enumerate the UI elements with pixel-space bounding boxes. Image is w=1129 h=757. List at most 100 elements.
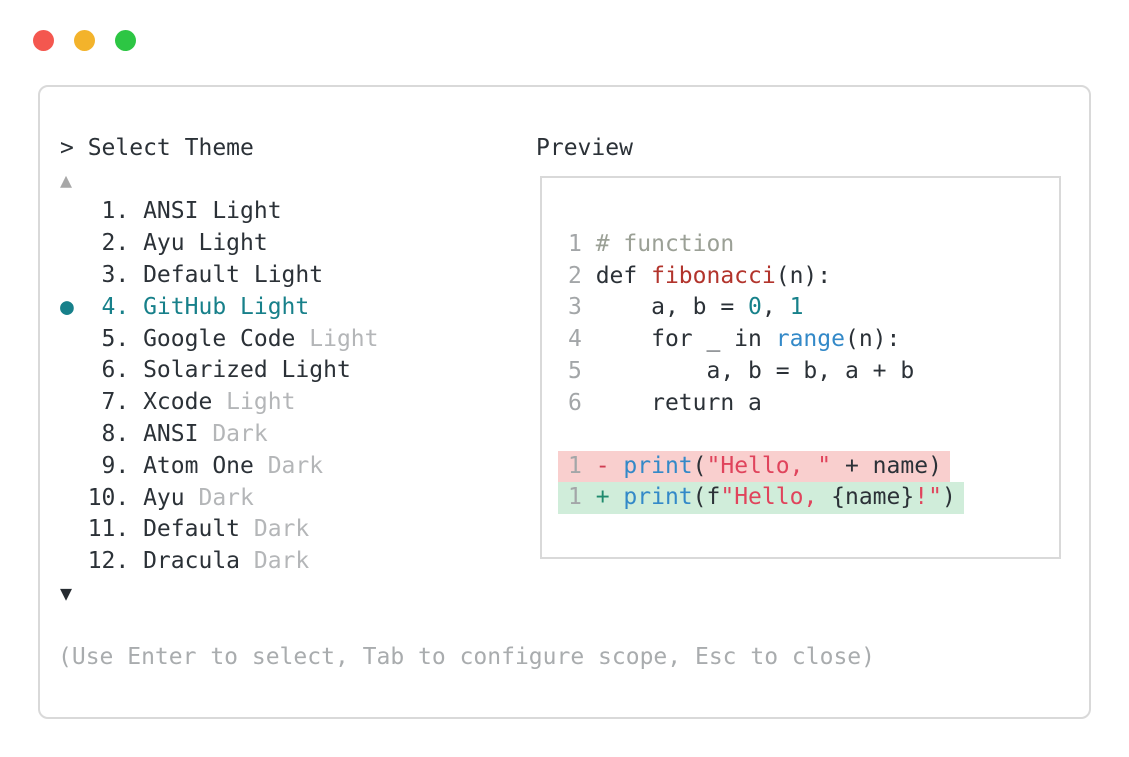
- item-variant-dim: Dark: [240, 516, 310, 543]
- item-variant-dim: Light: [212, 389, 296, 416]
- line-number: 1: [568, 484, 596, 511]
- code-token-number: 0: [748, 294, 762, 321]
- item-variant-dim: Light: [295, 325, 379, 352]
- item-variant-dim: Dark: [198, 421, 268, 448]
- bullet-placeholder: [60, 485, 88, 511]
- code-token-plain: (n):: [775, 262, 832, 289]
- code-token-plus: +: [595, 484, 624, 511]
- item-name: Xcode: [143, 389, 213, 416]
- preview-label: Preview: [536, 134, 633, 161]
- item-name: Dracula: [143, 548, 241, 575]
- code-token-string: "Hello, ": [706, 452, 832, 479]
- bullet-placeholder: [60, 230, 88, 256]
- selected-bullet-icon: ●: [60, 293, 88, 320]
- code-line: 1 - print("Hello, " + name): [542, 450, 1059, 483]
- item-number: 5.: [101, 325, 130, 352]
- code-line: 5 a, b = b, a + b: [542, 355, 1059, 387]
- code-token-plain: + name): [831, 452, 942, 479]
- item-name: Solarized Light: [143, 357, 351, 384]
- code-line: 2 def fibonacci(n):: [542, 260, 1059, 292]
- code-token-plain: (: [692, 452, 707, 479]
- theme-list-item[interactable]: 1. ANSI Light: [60, 196, 875, 228]
- item-number: 4.: [101, 293, 130, 320]
- code-token-plain: return a: [595, 389, 762, 416]
- scroll-up-icon: ▲: [60, 167, 73, 192]
- item-number: 8.: [101, 421, 130, 448]
- minimize-button[interactable]: [74, 30, 95, 51]
- item-number: 9.: [101, 452, 130, 479]
- close-button[interactable]: [33, 30, 54, 51]
- code-token-plain: a, b = b, a + b: [595, 358, 915, 385]
- bullet-placeholder: [60, 198, 88, 224]
- code-token-plain: ,: [761, 294, 790, 321]
- code-token-plain: ): [941, 484, 956, 511]
- item-variant-dim: Dark: [240, 548, 310, 575]
- code-token-plain: a, b =: [595, 294, 749, 321]
- item-name: Default: [143, 516, 241, 543]
- code-token-call: range: [775, 326, 845, 353]
- line-number: 1: [568, 452, 596, 479]
- line-number: 2: [568, 262, 596, 289]
- theme-list-item[interactable]: 5. Google Code Light: [60, 323, 875, 355]
- code-token-string: !": [914, 484, 942, 511]
- code-token-string: "Hello,: [720, 484, 832, 511]
- spacer-row: [60, 609, 875, 641]
- theme-picker-window: > Select Theme ▲ 1. ANSI Light 2. Ayu Li…: [38, 85, 1091, 719]
- code-token-plain: (n):: [844, 326, 901, 353]
- code-token-comment: # function: [595, 230, 735, 257]
- bullet-placeholder: [60, 326, 88, 352]
- code-line: 3 a, b = 0, 1: [542, 292, 1059, 324]
- code-token-call: print: [623, 452, 693, 479]
- zoom-button[interactable]: [115, 30, 136, 51]
- theme-list: 1. ANSI Light 2. Ayu Light 3. Default Li…: [60, 196, 875, 578]
- theme-list-item[interactable]: 10. Ayu Dark: [60, 482, 875, 514]
- theme-list-panel: > Select Theme ▲ 1. ANSI Light 2. Ayu Li…: [58, 132, 875, 673]
- line-number: 5: [568, 358, 596, 385]
- item-name: Ayu Light: [143, 230, 268, 257]
- item-name: Google Code: [143, 325, 296, 352]
- theme-list-item[interactable]: ● 4. GitHub Light: [60, 291, 875, 323]
- item-number: 6.: [101, 357, 130, 384]
- line-number: 1: [568, 230, 596, 257]
- theme-list-item[interactable]: 6. Solarized Light: [60, 355, 875, 387]
- bullet-placeholder: [60, 389, 88, 415]
- theme-list-item[interactable]: 9. Atom One Dark: [60, 450, 875, 482]
- code-line: 1 + print(f"Hello, {name}!"): [542, 482, 1059, 515]
- code-token-func: fibonacci: [651, 262, 776, 289]
- item-number: 3.: [101, 262, 130, 289]
- code-line: 4 for _ in range(n):: [542, 323, 1059, 355]
- theme-list-item[interactable]: 3. Default Light: [60, 259, 875, 291]
- line-number: 3: [568, 294, 596, 321]
- item-number: 7.: [101, 389, 130, 416]
- code-blank-line: [542, 419, 1059, 451]
- theme-list-item[interactable]: 11. Default Dark: [60, 514, 875, 546]
- item-name: GitHub Light: [143, 293, 310, 320]
- scroll-down-icon: ▼: [60, 581, 73, 606]
- code-token-call: print: [623, 484, 693, 511]
- item-number: 10.: [87, 484, 130, 511]
- bullet-placeholder: [60, 516, 88, 542]
- theme-list-item[interactable]: 8. ANSI Dark: [60, 418, 875, 450]
- line-number: 6: [568, 389, 596, 416]
- code-token-plain: (f: [692, 484, 721, 511]
- bullet-placeholder: [60, 421, 88, 447]
- bullet-placeholder: [60, 453, 88, 479]
- bullet-placeholder: [60, 548, 88, 574]
- window-controls: [33, 30, 136, 51]
- picker-hint: (Use Enter to select, Tab to configure s…: [58, 643, 875, 670]
- code-token-minus: -: [595, 452, 624, 479]
- theme-list-item[interactable]: 2. Ayu Light: [60, 227, 875, 259]
- theme-list-item[interactable]: 12. Dracula Dark: [60, 545, 875, 577]
- item-name: Atom One: [143, 452, 254, 479]
- bullet-placeholder: [60, 357, 88, 383]
- code-line: 1 # function: [542, 228, 1059, 260]
- code-token-plain: {name}: [831, 484, 915, 511]
- code-token-plain: for _ in: [595, 326, 776, 353]
- line-number: 4: [568, 326, 596, 353]
- item-variant-dim: Dark: [184, 484, 254, 511]
- code-line: 6 return a: [542, 387, 1059, 419]
- theme-list-item[interactable]: 7. Xcode Light: [60, 386, 875, 418]
- code-token-number: 1: [789, 294, 804, 321]
